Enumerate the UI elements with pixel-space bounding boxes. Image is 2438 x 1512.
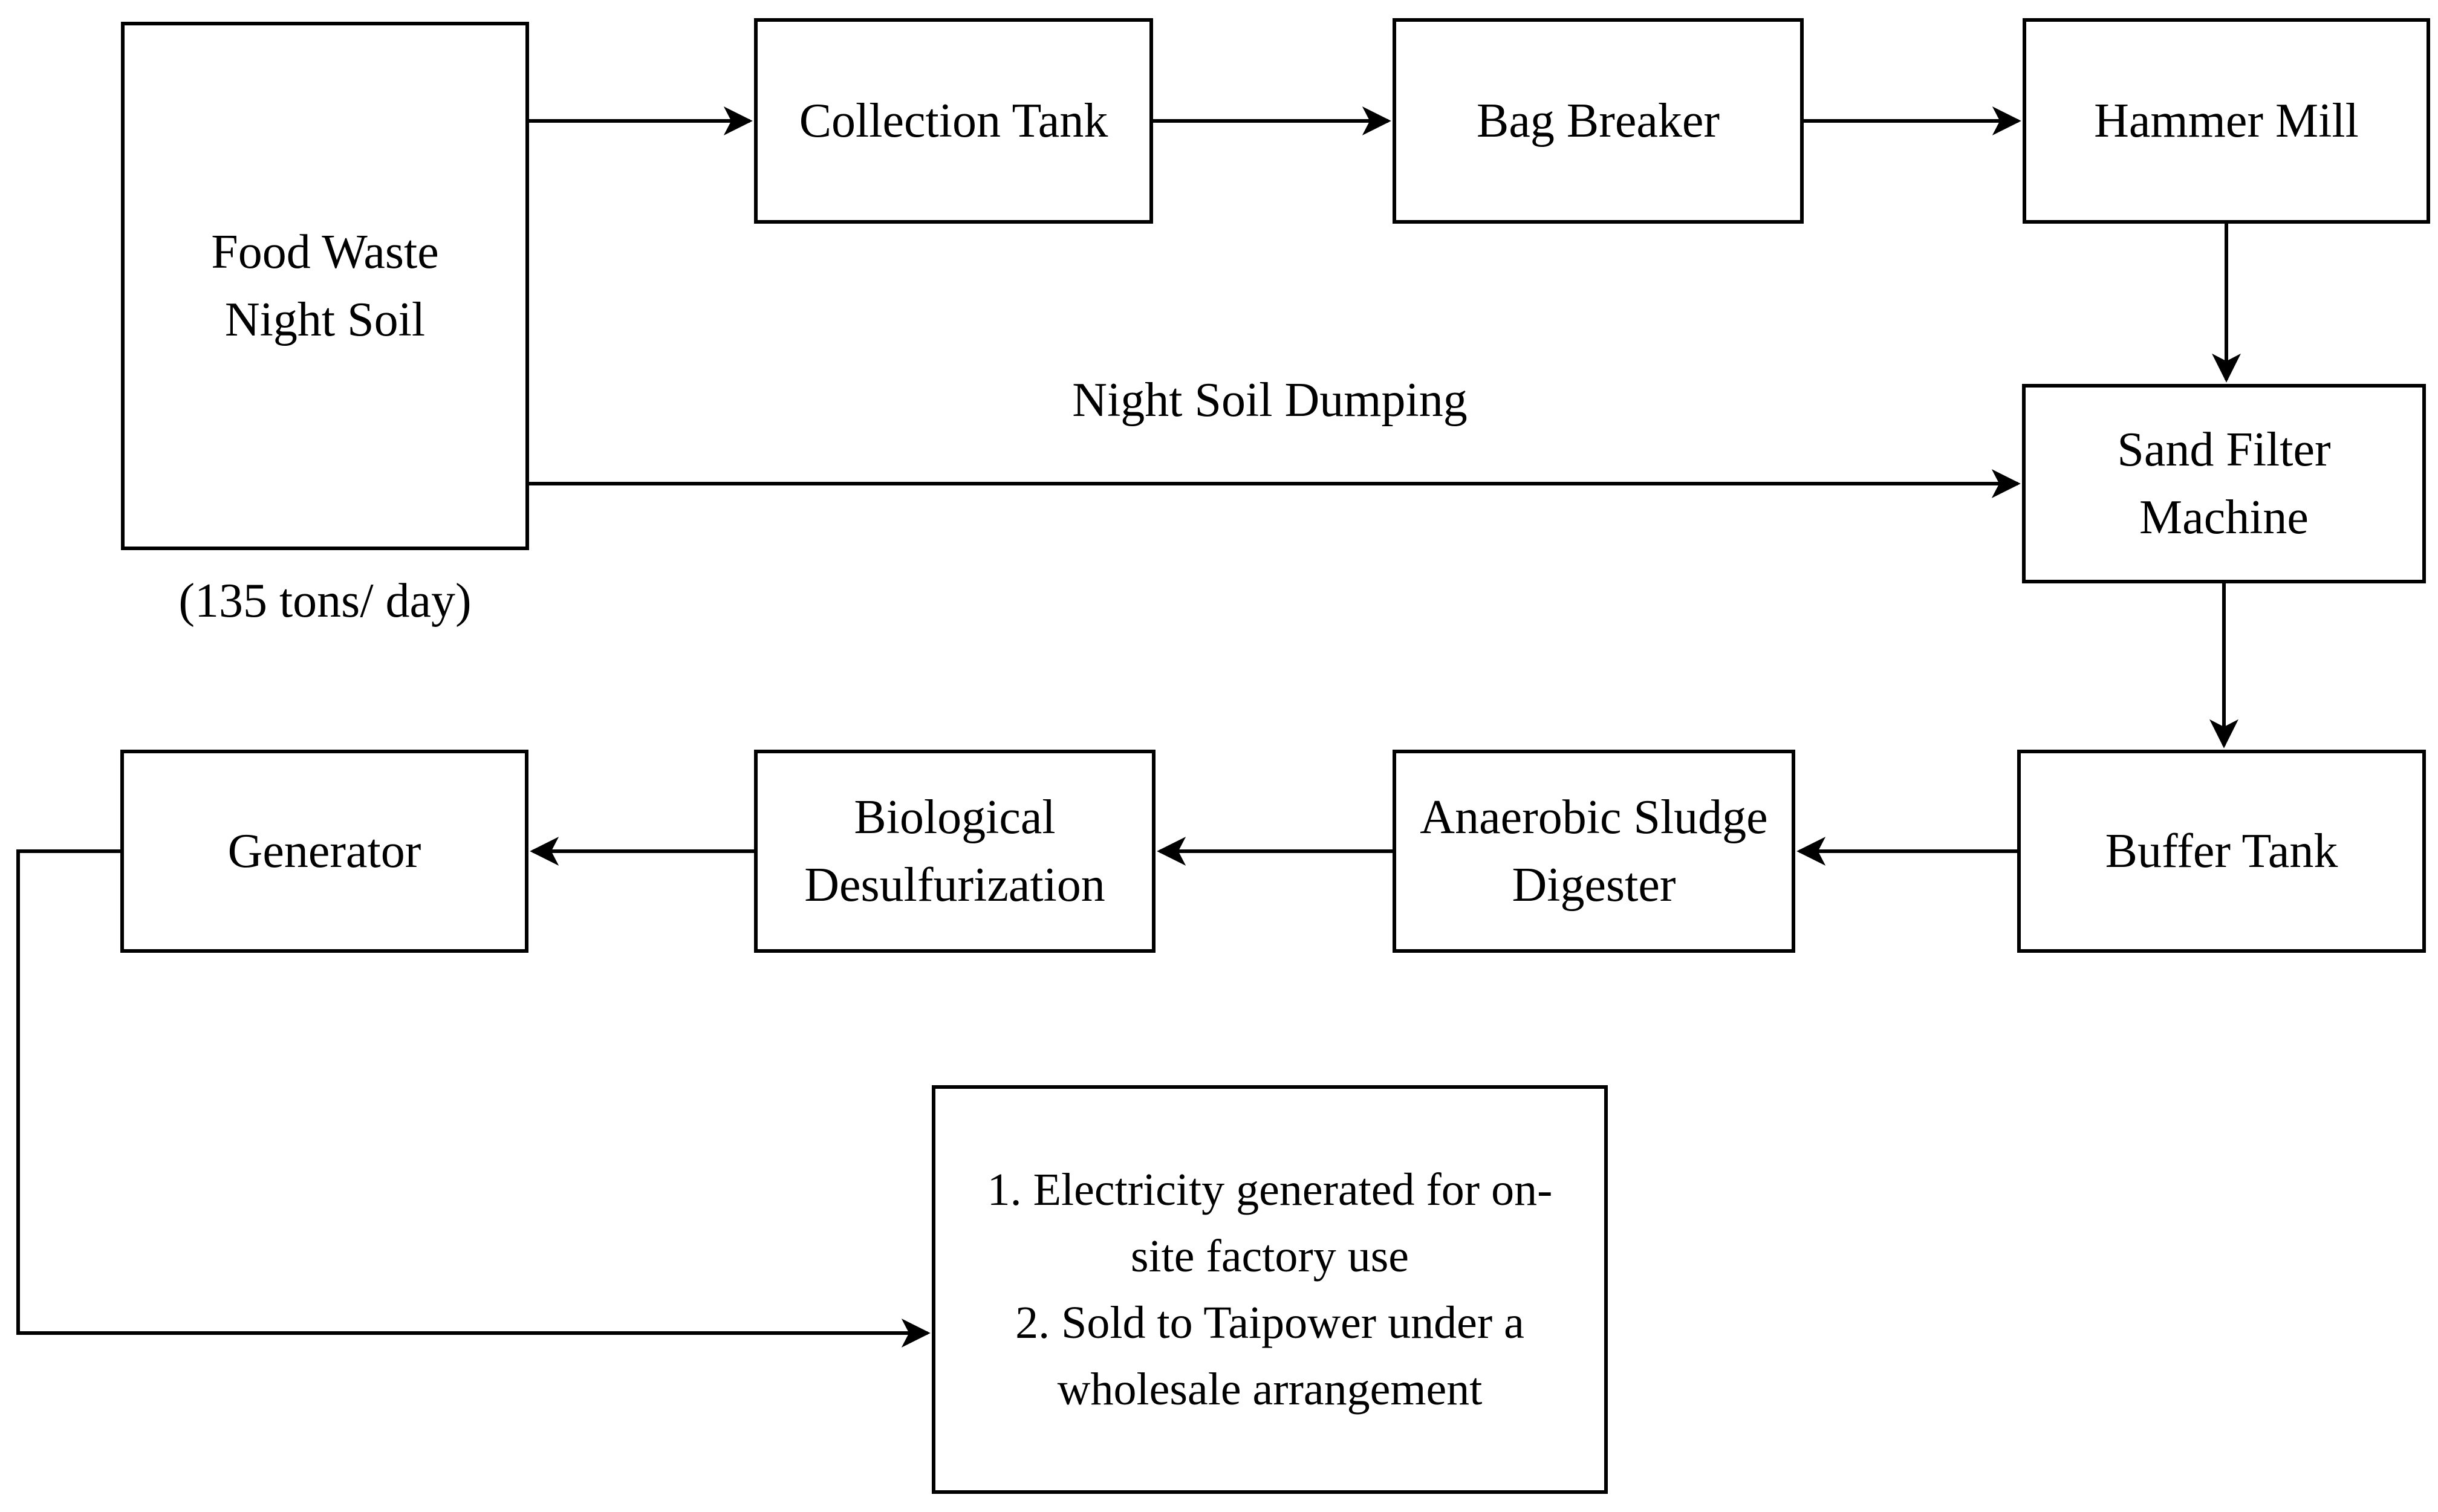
node-generator: Generator (120, 750, 528, 953)
node-bag-breaker: Bag Breaker (1393, 18, 1804, 224)
arrow-generator-to-electricity-output (16, 849, 931, 1348)
node-sand-filter-machine-label: Sand Filter Machine (2117, 423, 2331, 544)
node-biological-desulfurization: Biological Desulfurization (754, 750, 1156, 953)
node-buffer-tank: Buffer Tank (2017, 750, 2426, 953)
node-generator-label: Generator (227, 825, 421, 878)
node-bag-breaker-label: Bag Breaker (1476, 94, 1720, 148)
edge-label-night-soil-dumping: Night Soil Dumping (1072, 374, 1468, 427)
food-waste-capacity-caption: (135 tons/ day) (178, 574, 472, 628)
node-biological-desulfurization-label: Biological Desulfurization (804, 791, 1105, 912)
node-anaerobic-sludge-digester-label: Anaerobic Sludge Digester (1420, 791, 1768, 912)
node-anaerobic-sludge-digester: Anaerobic Sludge Digester (1393, 750, 1795, 953)
node-electricity-output: 1. Electricity generated for on- site fa… (932, 1085, 1608, 1494)
node-food-waste-night-soil-label: Food Waste Night Soil (211, 226, 439, 346)
node-hammer-mill-label: Hammer Mill (2094, 94, 2359, 148)
node-food-waste-night-soil: Food Waste Night Soil (121, 22, 529, 550)
node-hammer-mill: Hammer Mill (2023, 18, 2430, 224)
node-sand-filter-machine: Sand Filter Machine (2022, 384, 2426, 583)
node-collection-tank: Collection Tank (754, 18, 1153, 224)
node-collection-tank-label: Collection Tank (799, 94, 1108, 148)
node-electricity-output-label: 1. Electricity generated for on- site fa… (987, 1164, 1553, 1415)
node-buffer-tank-label: Buffer Tank (2105, 825, 2338, 878)
